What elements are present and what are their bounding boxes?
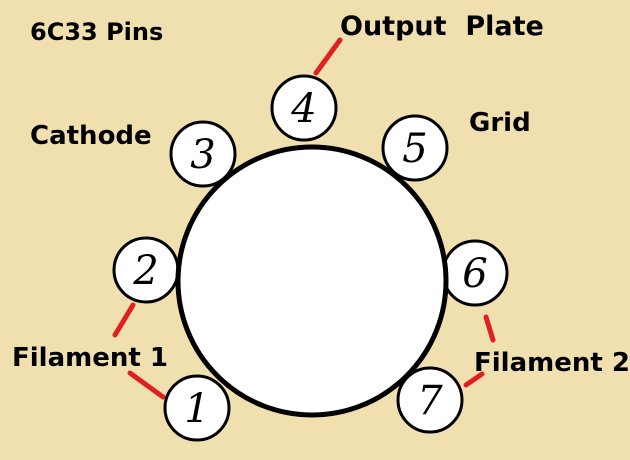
pin-2: 2 [112,236,180,304]
svg-text:4: 4 [290,86,316,132]
svg-text:2: 2 [132,248,158,294]
label-grid: Grid [469,108,531,138]
leader-filament2-pin6 [483,314,496,343]
svg-text:7: 7 [417,378,443,424]
leader-filament2-pin7 [463,371,485,388]
pin-4: 4 [270,74,338,142]
leader-filament1-pin1 [127,370,166,400]
diagram-title: 6C33 Pins [30,18,164,46]
tube-body [175,144,449,418]
leader-filament1-pin2 [112,302,136,338]
label-output-plate: Output Plate [340,11,544,42]
label-filament-2: Filament 2 [474,348,630,378]
pin-5: 5 [381,114,449,182]
label-filament-1: Filament 1 [12,343,168,373]
svg-text:5: 5 [402,126,427,172]
svg-text:6: 6 [462,251,487,297]
pin-1: 1 [163,374,231,442]
pin-3: 3 [169,120,237,188]
svg-text:1: 1 [184,386,209,432]
leader-output-plate [313,37,343,76]
pin-6: 6 [441,239,509,307]
label-cathode: Cathode [30,121,152,151]
pin-7: 7 [396,366,464,434]
svg-text:3: 3 [190,132,215,178]
